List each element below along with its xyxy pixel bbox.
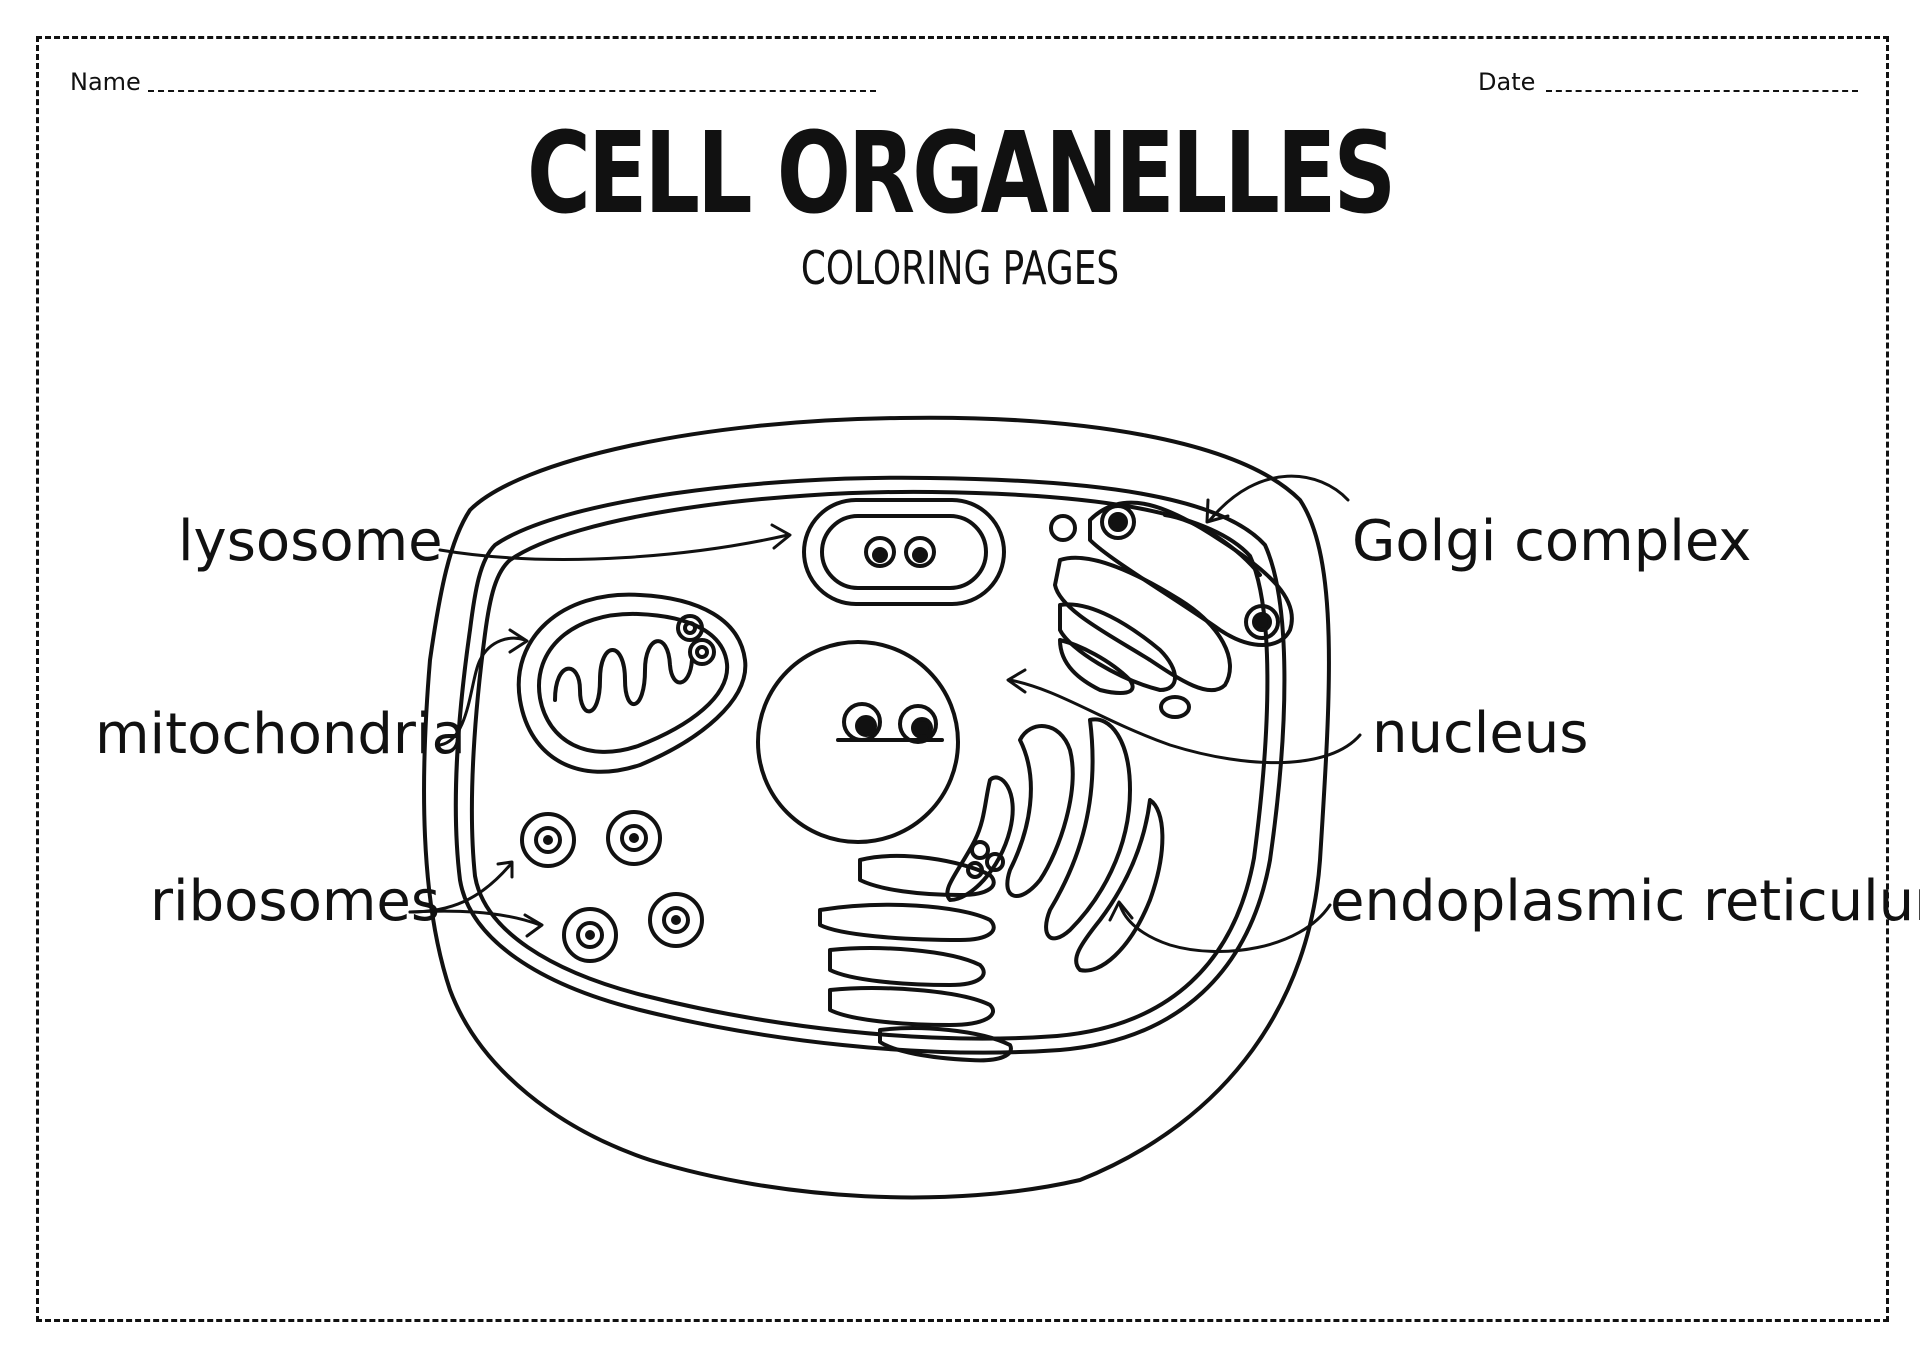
page-subtitle: COLORING PAGES bbox=[800, 241, 1120, 295]
mitochondria bbox=[516, 592, 748, 774]
label-lysosome: lysosome bbox=[178, 509, 443, 574]
date-line bbox=[1546, 90, 1858, 92]
cell-membrane-inner-a bbox=[453, 475, 1287, 1055]
ribosomes bbox=[520, 810, 704, 963]
date-label: Date bbox=[1478, 68, 1536, 96]
label-endoplasmic-reticulum: endoplasmic reticulum bbox=[1330, 869, 1920, 934]
cell-membrane-outer bbox=[422, 415, 1331, 1200]
name-label: Name bbox=[70, 68, 141, 96]
label-ribosomes: ribosomes bbox=[150, 869, 440, 934]
endoplasmic-reticulum bbox=[818, 717, 1165, 1063]
label-nucleus: nucleus bbox=[1372, 701, 1588, 766]
name-field[interactable]: Name bbox=[70, 68, 876, 96]
label-golgi-complex: Golgi complex bbox=[1352, 509, 1751, 574]
lysosome bbox=[802, 498, 1006, 606]
golgi-complex bbox=[1049, 500, 1294, 719]
page-border bbox=[36, 36, 1889, 1322]
date-field[interactable]: Date bbox=[1478, 68, 1858, 96]
name-line bbox=[148, 90, 876, 92]
nucleus bbox=[756, 640, 960, 844]
cell-membrane-inner-b bbox=[469, 489, 1270, 1041]
leader-arrows bbox=[408, 474, 1362, 954]
page-title: CELL ORGANELLES bbox=[526, 109, 1396, 239]
label-mitochondria: mitochondria bbox=[95, 702, 466, 767]
